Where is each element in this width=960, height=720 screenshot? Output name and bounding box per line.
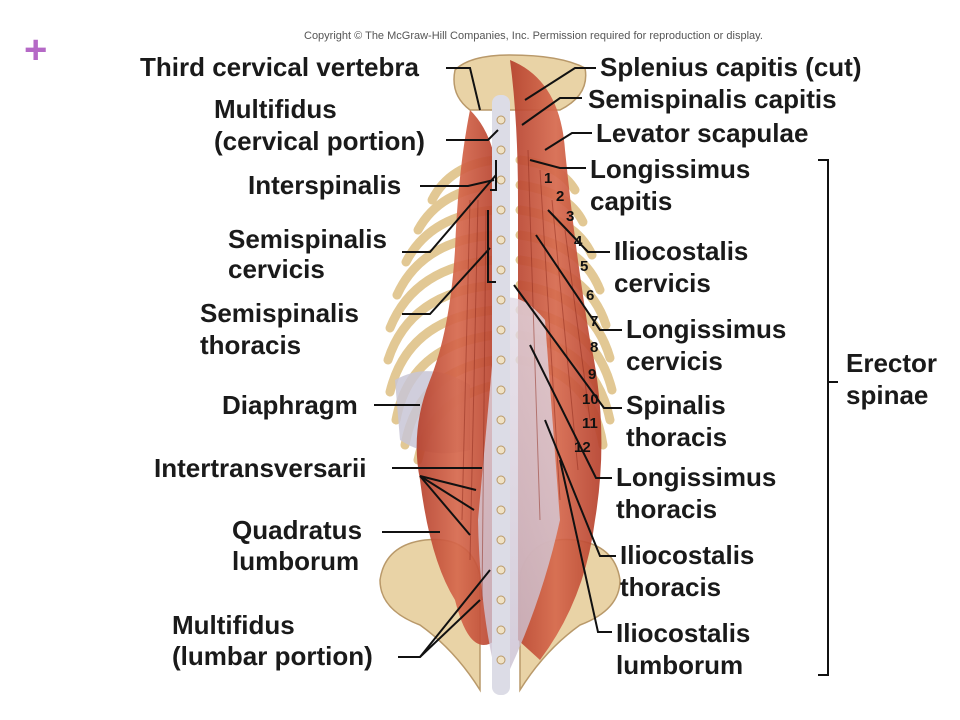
label-splenius-capitis: Splenius capitis (cut) bbox=[600, 52, 862, 82]
label-longissimus-thoracis-line1: Longissimus bbox=[616, 462, 777, 492]
rib-number: 5 bbox=[580, 258, 588, 275]
label-erector-spinae-line2: spinae bbox=[846, 380, 929, 410]
label-iliocostalis-cervicis-line2: cervicis bbox=[614, 268, 711, 298]
label-iliocostalis-cervicis-line1: Iliocostalis bbox=[614, 236, 749, 266]
label-longissimus-thoracis-line2: thoracis bbox=[616, 494, 718, 524]
label-iliocostalis-lumborum-line2: lumborum bbox=[616, 650, 744, 680]
rib-number: 1 bbox=[544, 170, 552, 187]
label-semispinalis-thoracis-line2: thoracis bbox=[200, 330, 302, 360]
label-quadratus-lumborum-line1: Quadratus bbox=[232, 515, 363, 545]
rib-number: 8 bbox=[590, 339, 598, 356]
slide-plus-icon: + bbox=[24, 28, 48, 72]
label-semispinalis-cervicis-line1: Semispinalis bbox=[228, 224, 387, 254]
label-quadratus-lumborum-line2: lumborum bbox=[232, 546, 360, 576]
label-diaphragm: Diaphragm bbox=[222, 390, 358, 420]
rib-number: 9 bbox=[588, 366, 596, 383]
copyright-notice: Copyright © The McGraw-Hill Companies, I… bbox=[304, 30, 763, 42]
label-semispinalis-cervicis-line2: cervicis bbox=[228, 254, 325, 284]
label-longissimus-cervicis-line2: cervicis bbox=[626, 346, 723, 376]
label-spinalis-thoracis-line1: Spinalis bbox=[626, 390, 726, 420]
label-multifidus-cervical-line2: (cervical portion) bbox=[214, 126, 425, 156]
rib-number: 3 bbox=[566, 208, 574, 225]
label-longissimus-capitis-line2: capitis bbox=[590, 186, 673, 216]
rib-number: 2 bbox=[556, 188, 564, 205]
label-interspinalis: Interspinalis bbox=[248, 170, 402, 200]
rib-number: 12 bbox=[574, 439, 591, 456]
label-semispinalis-capitis: Semispinalis capitis bbox=[588, 84, 837, 114]
leader-lines-left bbox=[374, 67, 499, 658]
label-iliocostalis-thoracis-line2: thoracis bbox=[620, 572, 722, 602]
left-erector-spinae bbox=[416, 110, 499, 645]
label-intertransversarii: Intertransversarii bbox=[154, 453, 367, 483]
vertebral-column bbox=[492, 95, 510, 695]
label-third-cervical-vertebra: Third cervical vertebra bbox=[140, 52, 419, 82]
label-spinalis-thoracis-line2: thoracis bbox=[626, 422, 728, 452]
rib-number: 10 bbox=[582, 391, 599, 408]
erector-spinae-bracket bbox=[818, 159, 838, 676]
muscle-fibers bbox=[461, 149, 591, 601]
rib-number: 6 bbox=[586, 287, 594, 304]
label-erector-spinae-line1: Erector bbox=[846, 348, 938, 378]
label-longissimus-cervicis-line1: Longissimus bbox=[626, 314, 787, 344]
label-levator-scapulae: Levator scapulae bbox=[596, 118, 809, 148]
label-longissimus-capitis-line1: Longissimus bbox=[590, 154, 751, 184]
label-multifidus-cervical-line1: Multifidus bbox=[214, 94, 337, 124]
rib-number: 11 bbox=[582, 415, 598, 432]
label-semispinalis-thoracis-line1: Semispinalis bbox=[200, 298, 359, 328]
label-iliocostalis-thoracis-line1: Iliocostalis bbox=[620, 540, 755, 570]
label-multifidus-lumbar-line2: (lumbar portion) bbox=[172, 641, 373, 671]
label-iliocostalis-lumborum-line1: Iliocostalis bbox=[616, 618, 751, 648]
leader-lines-right bbox=[513, 67, 622, 633]
label-multifidus-lumbar-line1: Multifidus bbox=[172, 610, 295, 640]
